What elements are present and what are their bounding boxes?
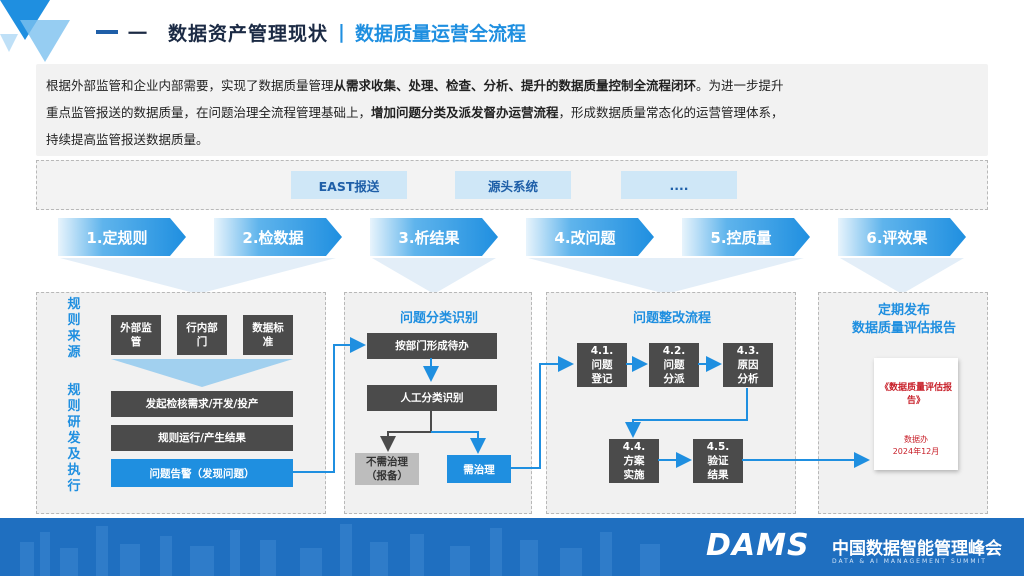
intro-line-2: 重点监管报送的数据质量，在问题治理全流程管理基础上，增加问题分类及派发督办运营流… <box>46 105 784 120</box>
box-internal-dept: 行内部门 <box>177 315 227 355</box>
box-manual-classify: 人工分类识别 <box>367 385 497 411</box>
step-1: 1.定规则 <box>58 218 188 256</box>
step-6-label: 6.评效果 <box>866 228 928 247</box>
corner-decoration <box>0 0 70 62</box>
report-date: 2024年12月 <box>892 447 940 456</box>
box-dept-todo: 按部门形成待办 <box>367 333 497 359</box>
report-document: 《数据质量评估报告》 数据办 2024年12月 <box>874 358 958 470</box>
label-rule-source: 规则来源 <box>67 297 81 360</box>
data-sources-panel: EAST报送 源头系统 .... <box>36 160 988 210</box>
box-cause-analysis: 4.3.原因分析 <box>723 343 773 387</box>
evaluation-title-1: 定期发布 <box>877 303 930 318</box>
step-2: 2.检数据 <box>214 218 344 256</box>
funnel-step-4-5 <box>528 258 804 294</box>
funnel-step-3 <box>372 258 496 294</box>
classification-title: 问题分类识别 <box>399 311 478 326</box>
box-problem-assign: 4.2.问题分派 <box>649 343 699 387</box>
source-origin-system: 源头系统 <box>455 171 571 199</box>
step-arrow-icon <box>214 218 342 256</box>
process-steps: 1.定规则 2.检数据 3.析结果 4.改问题 5.控质量 6.评效果 <box>0 218 1024 260</box>
step-2-label: 2.检数据 <box>242 228 304 247</box>
title-main: 一 数据资产管理现状 <box>128 22 329 45</box>
box-no-governance: 不需治理（报备） <box>355 453 419 485</box>
evaluation-title-2: 数据质量评估报告 <box>851 321 956 336</box>
title-dash <box>96 30 118 34</box>
footer-name-cn: 中国数据智能管理峰会 <box>832 539 1002 559</box>
source-more: .... <box>621 171 737 199</box>
funnel-rules-icon <box>111 359 293 387</box>
step-arrow-icon <box>838 218 966 256</box>
step-3-label: 3.析结果 <box>398 228 460 247</box>
panel-rules: 规则来源 规则研发及执行 外部监管 行内部门 数据标准 发起检核需求/开发/投产… <box>36 292 326 514</box>
step-5: 5.控质量 <box>682 218 812 256</box>
intro-line-1: 根据外部监管和企业内部需要，实现了数据质量管理从需求收集、处理、检查、分析、提升… <box>46 78 784 93</box>
footer-banner: DAMS 中国数据智能管理峰会 DATA & AI MANAGEMENT SUM… <box>0 518 1024 576</box>
step-5-label: 5.控质量 <box>710 228 772 247</box>
label-rule-dev: 规则研发及执行 <box>67 383 81 494</box>
source-east: EAST报送 <box>291 171 407 199</box>
report-org: 数据办 <box>904 435 928 444</box>
bar-check-request: 发起检核需求/开发/投产 <box>111 391 293 417</box>
step-3: 3.析结果 <box>370 218 500 256</box>
title-subtitle: 数据质量运营全流程 <box>354 22 526 45</box>
box-need-governance: 需治理 <box>447 455 511 483</box>
step-4-label: 4.改问题 <box>554 228 616 247</box>
box-verify-result: 4.5.验证结果 <box>693 439 743 483</box>
remediation-title: 问题整改流程 <box>632 311 711 326</box>
intro-line-3: 持续提高监管报送数据质量。 <box>46 132 209 147</box>
funnel-step-1-2 <box>60 258 336 294</box>
step-6: 6.评效果 <box>838 218 968 256</box>
step-arrow-icon <box>526 218 654 256</box>
panel-classification: 问题分类识别 按部门形成待办 人工分类识别 不需治理（报备） 需治理 <box>344 292 532 514</box>
footer-name-en: DATA & AI MANAGEMENT SUMMIT <box>832 558 987 565</box>
bar-rule-run: 规则运行/产生结果 <box>111 425 293 451</box>
box-plan-implement: 4.4.方案实施 <box>609 439 659 483</box>
step-arrow-icon <box>682 218 810 256</box>
box-problem-register: 4.1.问题登记 <box>577 343 627 387</box>
step-1-label: 1.定规则 <box>86 228 148 247</box>
step-4: 4.改问题 <box>526 218 656 256</box>
title-separator: | <box>338 21 345 43</box>
funnel-step-6 <box>840 258 964 294</box>
step-arrow-icon <box>58 218 186 256</box>
bar-problem-alert: 问题告警（发现问题） <box>111 459 293 487</box>
panel-remediation: 问题整改流程 4.1.问题登记 4.2.问题分派 4.3.原因分析 4.4.方案… <box>546 292 796 514</box>
intro-paragraph: 根据外部监管和企业内部需要，实现了数据质量管理从需求收集、处理、检查、分析、提升… <box>36 64 988 156</box>
footer-logo: DAMS <box>706 528 810 563</box>
step-arrow-icon <box>370 218 498 256</box>
box-external-regulation: 外部监管 <box>111 315 161 355</box>
box-data-standard: 数据标准 <box>243 315 293 355</box>
page-title: 一 数据资产管理现状 | 数据质量运营全流程 <box>96 20 526 45</box>
city-skyline-icon <box>20 524 660 576</box>
report-title: 《数据质量评估报告》 <box>879 383 952 406</box>
